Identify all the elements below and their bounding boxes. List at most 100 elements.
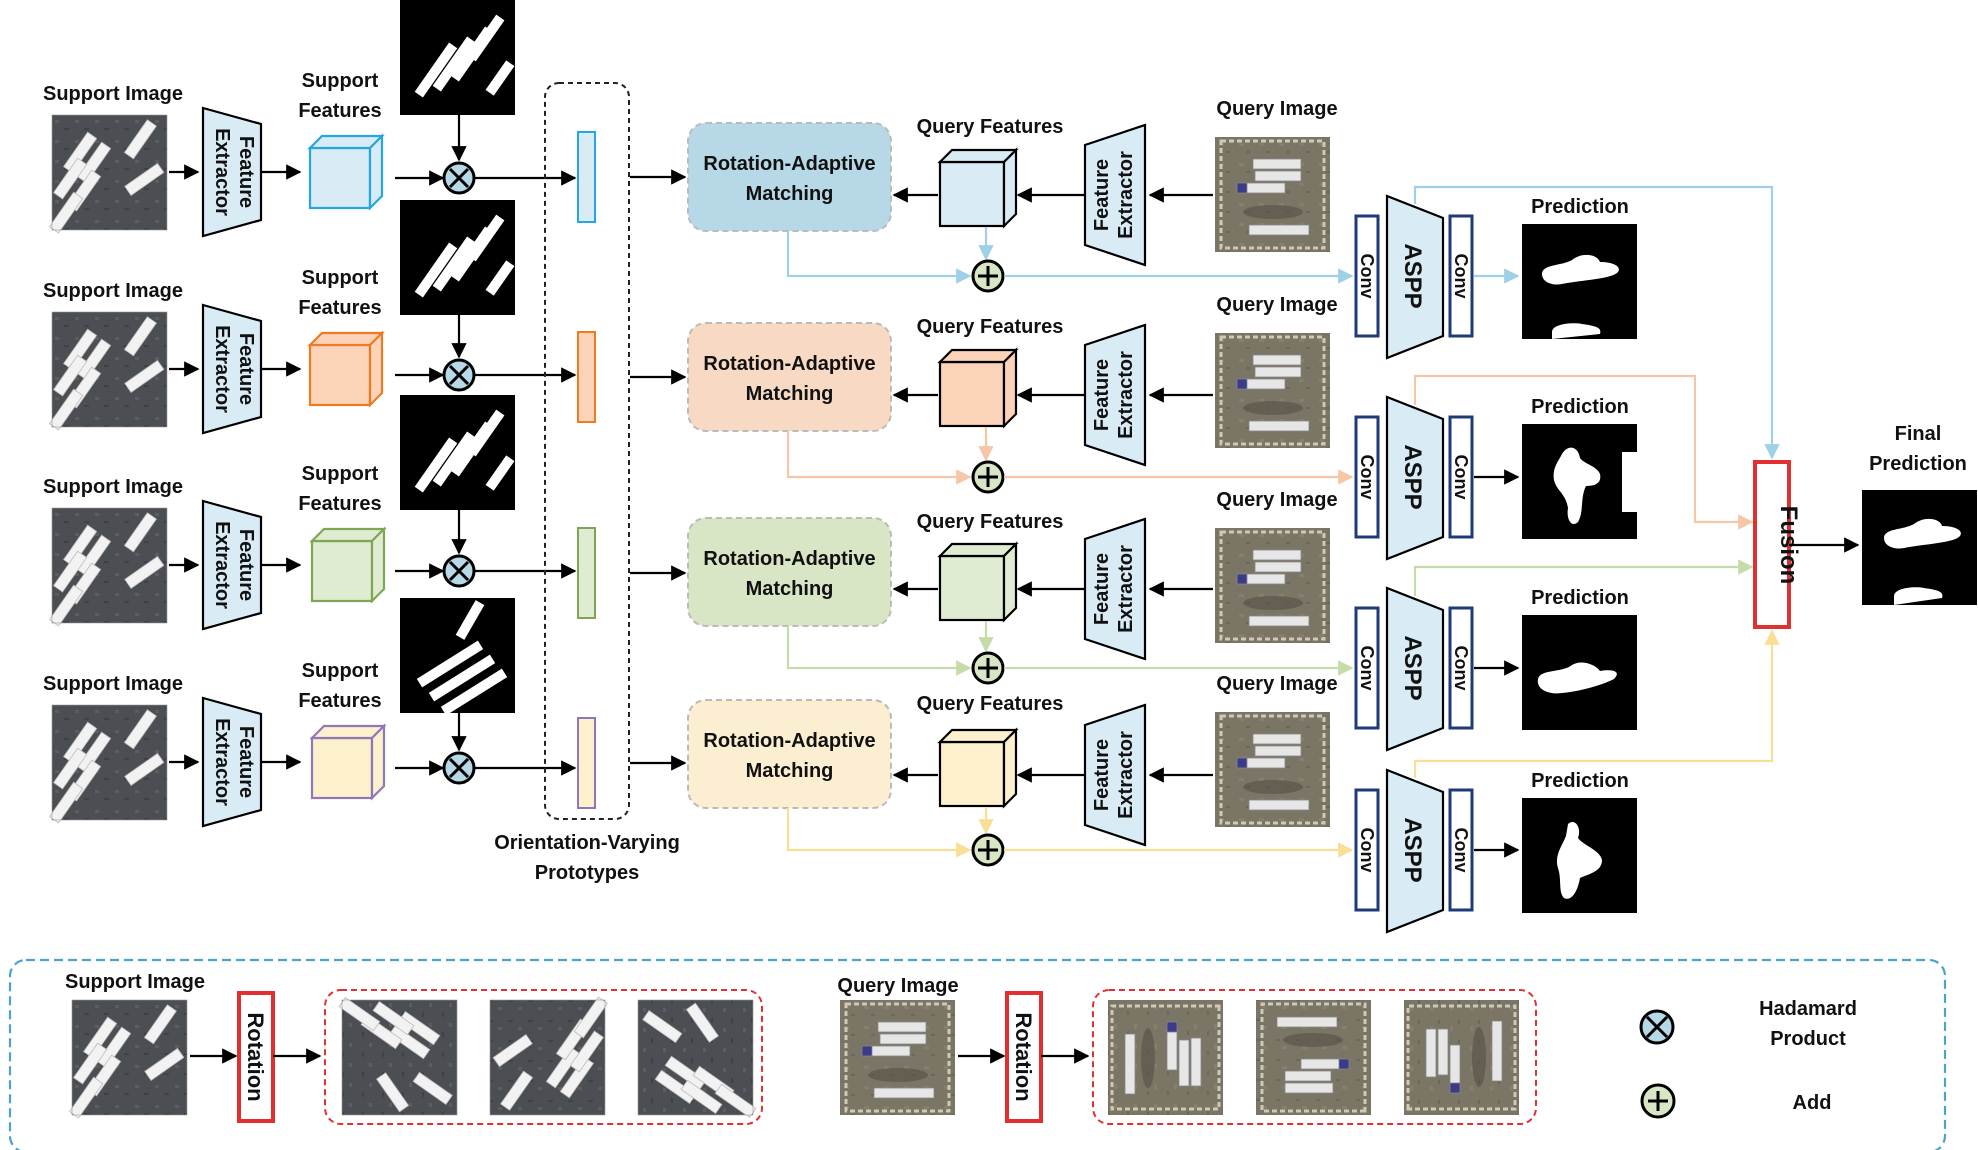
query-feature-extractor-1 [1083, 123, 1147, 267]
aspp-label-2: ASPP [1399, 444, 1426, 509]
legend-support-rotated-group [324, 989, 763, 1125]
prediction-mask-3 [1522, 615, 1637, 730]
query-features-label-4: Query Features [917, 693, 1064, 715]
aspp-to-fusion-line-2 [1413, 374, 1754, 530]
add-icon-3 [971, 651, 1005, 685]
legend-query-rotated-3 [1402, 998, 1521, 1117]
conv-left-3 [1354, 606, 1380, 730]
support-features-cube-4 [309, 723, 387, 801]
query-image-label-2: Query Image [1216, 294, 1337, 316]
support-image-label-2: Support Image [43, 280, 183, 302]
orientation-prototype-1 [577, 131, 596, 223]
query-extractor-label2-3: Extractor [1115, 545, 1137, 633]
legend-query-image [838, 998, 957, 1117]
support-image-label-1: Support Image [43, 83, 183, 105]
query-features-label-1: Query Features [917, 116, 1064, 138]
matching-label2-3: Matching [746, 578, 834, 600]
matching-to-add-line-3 [786, 626, 972, 676]
query-image-4 [1213, 710, 1332, 829]
final-prediction-mask [1862, 490, 1977, 605]
prediction-label-4: Prediction [1531, 770, 1629, 792]
legend-support-rotated-3 [637, 999, 757, 1118]
support-features-label1-2: Support [302, 267, 379, 289]
hadamard-product-icon-4 [442, 751, 476, 785]
query-image-2 [1213, 331, 1332, 450]
legend-query-rotated-2 [1254, 998, 1373, 1117]
conv-right-3 [1448, 606, 1474, 730]
legend: Support Image Rotation Query Image Rotat… [8, 958, 1947, 1150]
query-image-label-3: Query Image [1216, 489, 1337, 511]
matching-label1-2: Rotation-Adaptive [703, 353, 875, 375]
prototypes-dashed-box [544, 82, 630, 820]
conv-right-1 [1448, 214, 1474, 338]
add-icon-1 [971, 259, 1005, 293]
support-features-label2-4: Features [298, 690, 381, 712]
support-image-2 [49, 311, 168, 431]
rotation-adaptive-matching-4 [687, 699, 892, 809]
support-extractor-label1-2: Feature [235, 333, 257, 405]
query-feature-extractor-3 [1083, 517, 1147, 661]
support-image-1 [49, 114, 168, 234]
support-extractor-label1-1: Feature [235, 136, 257, 208]
aspp-label-3: ASPP [1399, 635, 1426, 700]
support-feature-extractor-1 [201, 106, 263, 238]
rotation-adaptive-matching-1 [687, 122, 892, 232]
conv-right-label-4: Conv [1451, 828, 1471, 873]
conv-left-label-3: Conv [1357, 646, 1377, 691]
query-extractor-label1-3: Feature [1091, 553, 1113, 625]
support-extractor-label1-4: Feature [235, 726, 257, 798]
legend-query-image-label: Query Image [837, 975, 958, 997]
legend-support-rotated-1 [338, 997, 458, 1116]
matching-to-add-line-4 [786, 808, 972, 858]
prediction-label-1: Prediction [1531, 196, 1629, 218]
conv-left-label-4: Conv [1357, 828, 1377, 873]
legend-support-image-label: Support Image [65, 971, 205, 993]
support-features-label2-1: Features [298, 100, 381, 122]
support-features-cube-2 [307, 330, 385, 408]
rotation-adaptive-matching-3 [687, 517, 892, 627]
aspp-module-1 [1385, 194, 1445, 360]
matching-label1-4: Rotation-Adaptive [703, 730, 875, 752]
support-image-3 [49, 507, 168, 627]
matching-label2-1: Matching [746, 183, 834, 205]
query-image-label-4: Query Image [1216, 673, 1337, 695]
matching-to-add-line-1 [786, 231, 972, 284]
orientation-prototype-4 [577, 717, 596, 809]
legend-hadamard-icon [1639, 1009, 1675, 1045]
hadamard-product-icon-2 [442, 358, 476, 392]
conv-left-2 [1354, 415, 1380, 539]
legend-add-icon [1640, 1083, 1676, 1119]
conv-left-label-2: Conv [1357, 455, 1377, 500]
branches: Support ImageFeatureExtractorSupportFeat… [43, 0, 1780, 934]
query-image-1 [1213, 135, 1332, 254]
query-extractor-label2-1: Extractor [1115, 151, 1137, 239]
final-prediction-label-line2: Prediction [1869, 453, 1967, 475]
fusion-group: Fusion Final Prediction [1753, 423, 1977, 629]
final-prediction-label-line1: Final [1895, 423, 1942, 445]
query-extractor-label1-1: Feature [1091, 159, 1113, 231]
support-features-label1-4: Support [302, 660, 379, 682]
aspp-to-fusion-line-4 [1413, 629, 1780, 778]
orientation-prototype-2 [577, 331, 596, 423]
support-feature-extractor-2 [201, 303, 263, 435]
support-mask-2 [400, 200, 515, 315]
prediction-mask-4 [1522, 798, 1637, 913]
support-extractor-label1-3: Feature [235, 529, 257, 601]
add-icon-4 [971, 833, 1005, 867]
prediction-mask-1 [1522, 224, 1637, 339]
support-image-label-3: Support Image [43, 476, 183, 498]
prototypes-label-line2: Prototypes [535, 862, 639, 884]
matching-label1-1: Rotation-Adaptive [703, 153, 875, 175]
support-features-label2-3: Features [298, 493, 381, 515]
support-feature-extractor-3 [201, 499, 263, 631]
conv-right-label-2: Conv [1451, 455, 1471, 500]
query-features-cube-1 [937, 147, 1019, 229]
rotation-adaptive-matching-2 [687, 322, 892, 432]
aspp-to-fusion-line-3 [1413, 559, 1754, 596]
legend-hadamard-label-line2: Product [1770, 1028, 1846, 1050]
conv-right-4 [1448, 788, 1474, 912]
prediction-label-2: Prediction [1531, 396, 1629, 418]
hadamard-product-icon-1 [442, 161, 476, 195]
conv-right-2 [1448, 415, 1474, 539]
